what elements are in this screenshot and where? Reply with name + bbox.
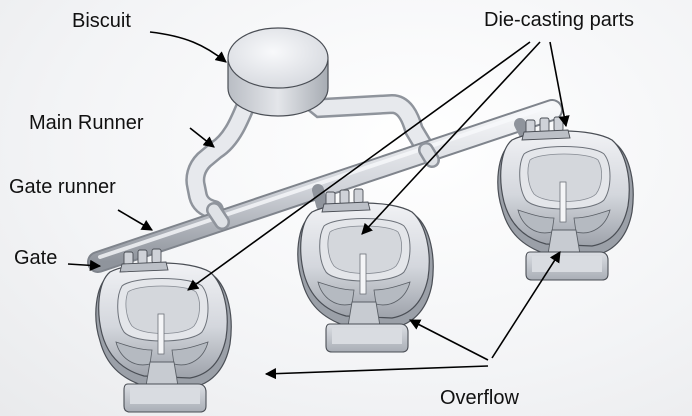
label-gate-runner: Gate runner: [9, 176, 116, 198]
label-gate: Gate: [14, 247, 58, 269]
arrow-die-casting-part-right: [549, 41, 570, 128]
arrow-overflow-left: [264, 365, 489, 380]
die-casting-part-middle: [297, 188, 434, 353]
label-die-casting-parts: Die-casting parts: [484, 9, 635, 31]
arrow-gate: [67, 259, 102, 271]
runner-system: [87, 82, 563, 273]
biscuit-shape: [227, 27, 329, 117]
label-main-runner: Main Runner: [29, 112, 144, 134]
arrow-main-runner: [189, 127, 215, 148]
arrow-die-casting-part-middle: [361, 41, 541, 235]
arrow-overflow-middle: [409, 319, 489, 361]
arrow-biscuit: [149, 31, 227, 63]
label-overflow: Overflow: [440, 387, 519, 409]
annotation-arrows: [67, 31, 570, 380]
arrow-die-casting-part-left: [187, 41, 531, 291]
arrow-overflow-right: [491, 251, 561, 359]
label-biscuit: Biscuit: [72, 10, 131, 32]
die-casting-part-right: [497, 116, 634, 281]
arrow-gate-runner: [117, 209, 153, 231]
